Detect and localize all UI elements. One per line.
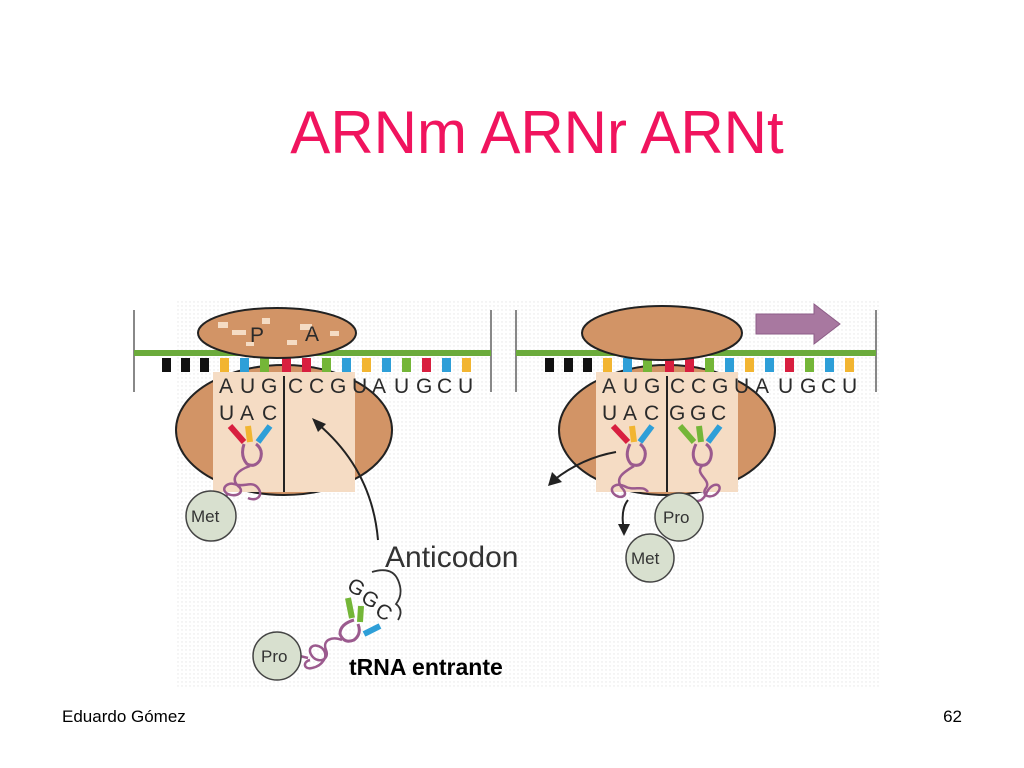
codon-base: C [691, 375, 706, 398]
codon-base: C [670, 375, 685, 398]
page-title: ARNm ARNr ARNt [290, 99, 784, 166]
amino-acid-met-released [625, 533, 675, 583]
codon-base: G [416, 375, 432, 398]
trna-exit-arrowhead [548, 472, 562, 486]
anticodon-label: Anticodon [385, 541, 518, 574]
incoming-trna: Anticodon G G C Pro tRNA entrante [252, 541, 518, 681]
codon-base: A [219, 375, 233, 398]
site-a-label: A [305, 323, 319, 346]
codon-base: U [352, 375, 367, 398]
amino-acid-met [185, 490, 237, 542]
codon-base: G [800, 375, 816, 398]
trna-p-site-2: U A C [602, 402, 659, 499]
ribosome-small-subunit-2 [581, 305, 743, 361]
codon-base: G [261, 375, 277, 398]
anticodon-base: A [623, 402, 637, 425]
codon-base: U [623, 375, 638, 398]
ribosome-small-subunit [197, 307, 357, 359]
anticodon-arrow [317, 423, 379, 541]
met-release-arrowhead [618, 524, 630, 536]
incoming-trna-label: tRNA entrante [349, 654, 503, 680]
trna-p-site: U A C [219, 402, 277, 501]
codon-base: U [842, 375, 857, 398]
site-band-a [284, 372, 355, 492]
mrna-codon-letters: A U G C C G U A U G C U [219, 375, 473, 398]
footer-page-number: 62 [943, 707, 962, 726]
anticodon-brace [371, 569, 402, 621]
anticodon-arrowhead [312, 418, 326, 432]
codon-base: U [734, 375, 749, 398]
amino-acid-met-label: Met [191, 507, 220, 526]
codon-base: U [458, 375, 473, 398]
site-p-label: P [250, 324, 264, 347]
amino-acid-pro-incoming [252, 631, 302, 681]
amino-acid-pro [654, 492, 704, 542]
anticodon-base: G [690, 402, 706, 425]
anticodon-base: G [669, 402, 685, 425]
mrna-bases-2 [545, 358, 854, 372]
codon-base: A [755, 375, 769, 398]
mrna-codon-letters-2: A U G C C G U A U G C U [602, 375, 857, 398]
anticodon-base: C [262, 402, 277, 425]
trna-exit-arrow [553, 451, 617, 481]
anticodon-base: U [602, 402, 617, 425]
amino-acid-pro-incoming-label: Pro [261, 647, 287, 666]
panel-1: P A A U G C C G U A U G C U U A C [133, 307, 492, 542]
footer-author: Eduardo Gómez [62, 707, 186, 726]
trna-a-site-2: G G C [669, 402, 726, 503]
codon-base: C [821, 375, 836, 398]
translocation-arrow [755, 302, 841, 346]
codon-base: A [372, 375, 386, 398]
anticodon-base: A [240, 402, 254, 425]
anticodon-base: U [219, 402, 234, 425]
mrna-bases [162, 358, 471, 372]
codon-base: U [394, 375, 409, 398]
codon-base: G [330, 375, 346, 398]
codon-base: U [778, 375, 793, 398]
codon-base: C [309, 375, 324, 398]
amino-acid-pro-label: Pro [663, 508, 689, 527]
panel-2: A U G C C G U A U G C U U A C G G [515, 302, 877, 583]
codon-base: G [644, 375, 660, 398]
codon-base: G [712, 375, 728, 398]
small-subunit-texture [218, 318, 339, 346]
codon-base: C [437, 375, 452, 398]
amino-acid-met-released-label: Met [631, 549, 660, 568]
anticodon-base: C [644, 402, 659, 425]
anticodon-base: C [711, 402, 726, 425]
codon-base: U [240, 375, 255, 398]
codon-base: C [288, 375, 303, 398]
codon-base: A [602, 375, 616, 398]
